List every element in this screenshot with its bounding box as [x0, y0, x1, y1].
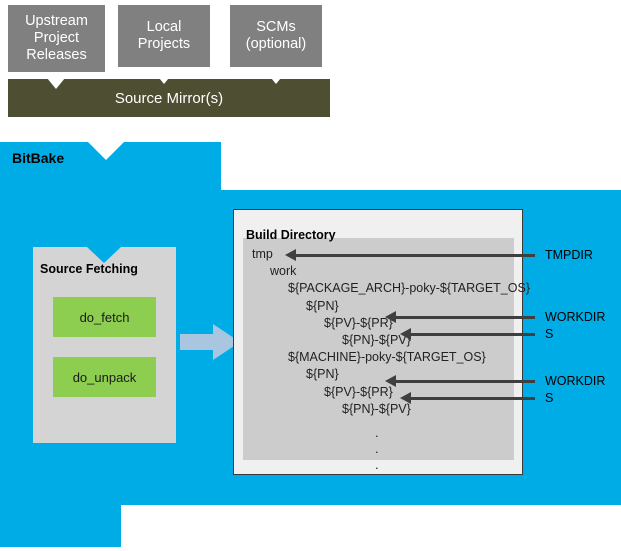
tree-node: ${PN}-${PV} [342, 333, 411, 347]
source-box-local: Local Projects [118, 5, 210, 67]
annotation-line-tmpdir [292, 254, 535, 257]
source-mirror-label: Source Mirror(s) [114, 89, 224, 107]
tree-ellipsis-dot: . [375, 441, 379, 456]
source-fetching-title: Source Fetching [40, 262, 138, 276]
flow-arrow-icon [180, 324, 240, 360]
source-box-scms: SCMs (optional) [230, 5, 322, 67]
annotation-arrowhead-s-2 [400, 392, 411, 404]
annotation-line-workdir-2 [392, 380, 535, 383]
source-box-local-label: Local Projects [137, 19, 191, 52]
source-fetching-group [33, 247, 176, 443]
task-label-do-fetch: do_fetch [79, 309, 130, 325]
annotation-arrowhead-workdir-1 [385, 311, 396, 323]
build-directory-tree [243, 238, 514, 460]
annotation-line-s-1 [407, 333, 535, 336]
tree-ellipsis-dot: . [375, 457, 379, 472]
annotation-label-tmpdir: TMPDIR [545, 248, 593, 262]
tree-node: tmp [252, 247, 273, 261]
source-mirror-label-wrap: Source Mirror(s) [8, 79, 330, 117]
chevron-down-icon-mirror [88, 117, 124, 137]
annotation-label-workdir-2: WORKDIR [545, 374, 606, 388]
annotation-label-s-1: S [545, 327, 554, 341]
chevron-down-icon-local [150, 67, 178, 84]
annotation-line-s-2 [407, 397, 535, 400]
annotation-arrowhead-tmpdir [285, 249, 296, 261]
chevron-down-icon-scms [262, 67, 290, 84]
annotation-label-s-2: S [545, 391, 554, 405]
tree-node: work [270, 264, 297, 279]
annotation-line-workdir-1 [392, 316, 535, 319]
task-box-do-fetch[interactable]: do_fetch [53, 297, 156, 337]
annotation-arrowhead-workdir-2 [385, 375, 396, 387]
source-box-upstream-label: Upstream Project Releases [25, 13, 88, 63]
tree-node: ${PV}-${PR} [324, 315, 393, 330]
chevron-down-icon-bitbake-top [88, 142, 124, 160]
annotation-label-workdir-1: WORKDIR [545, 310, 606, 324]
tree-node: ${MACHINE}-poky-${TARGET_OS} [288, 350, 486, 365]
tree-node: ${PACKAGE_ARCH}-poky-${TARGET_OS} [288, 281, 530, 296]
bitbake-panel-left-foot [0, 505, 121, 547]
task-box-do-unpack[interactable]: do_unpack [53, 357, 156, 397]
source-box-scms-label: SCMs (optional) [245, 19, 307, 52]
bitbake-title: BitBake [12, 150, 65, 166]
chevron-down-icon-upstream [42, 72, 70, 89]
chevron-down-icon-fetch-top [87, 247, 121, 263]
task-label-do-unpack: do_unpack [72, 369, 137, 385]
tree-node: ${PN} [306, 298, 339, 313]
tree-node: ${PN}-${PV} [342, 401, 411, 416]
chevron-down-icon-fetch-bottom [87, 443, 121, 459]
annotation-arrowhead-s-1 [400, 328, 411, 340]
build-directory-title: Build Directory [246, 228, 336, 242]
tree-ellipsis-dot: . [375, 425, 379, 440]
tree-node: ${PV}-${PR} [324, 384, 393, 399]
source-box-upstream: Upstream Project Releases [8, 5, 105, 72]
tree-node: ${PN} [306, 367, 339, 382]
